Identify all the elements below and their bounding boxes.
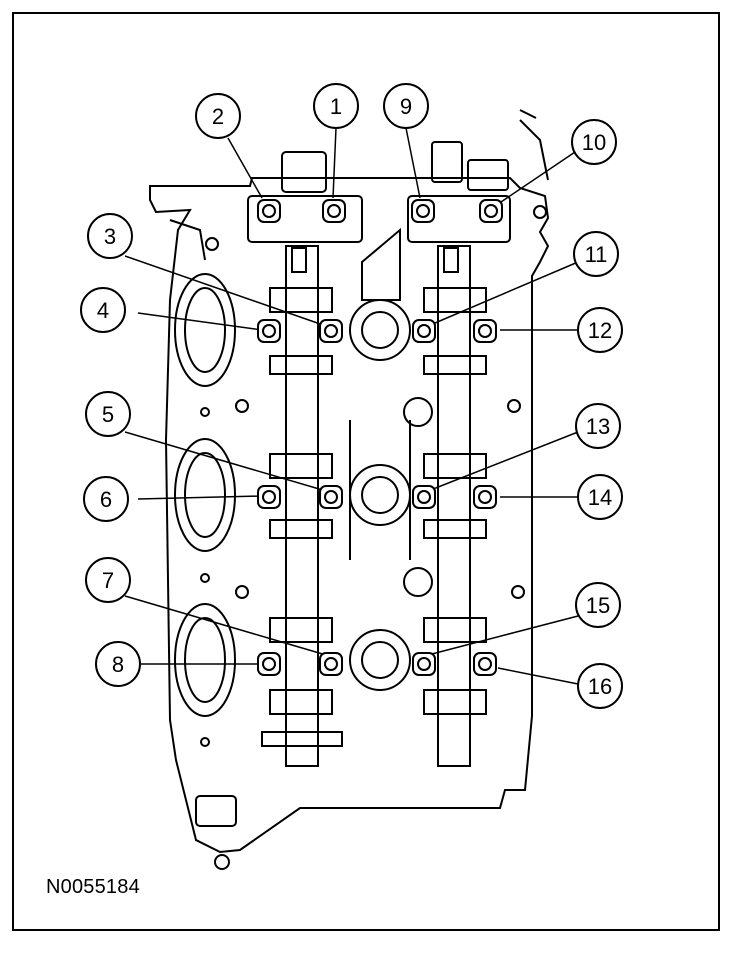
callout-markers: 1 2 3 4 5 6 7 xyxy=(80,83,623,709)
callout-2-label: 2 xyxy=(212,104,224,129)
callout-7-label: 7 xyxy=(102,568,114,593)
cylinder-head xyxy=(149,109,550,870)
callout-14: 14 xyxy=(577,474,623,520)
bolt-4-icon xyxy=(257,319,281,343)
callout-2: 2 xyxy=(195,93,241,139)
callout-6-label: 6 xyxy=(100,487,112,512)
callout-4-label: 4 xyxy=(97,298,109,323)
callout-11: 11 xyxy=(573,231,619,277)
callout-12-label: 12 xyxy=(588,318,612,343)
callout-leaders xyxy=(124,127,579,685)
bolt-16-icon xyxy=(473,652,497,676)
callout-15: 15 xyxy=(575,582,621,628)
callout-10-label: 10 xyxy=(582,130,606,155)
bolt-1-icon xyxy=(322,199,346,223)
callout-15-label: 15 xyxy=(586,593,610,618)
callout-13: 13 xyxy=(575,403,621,449)
bolt-9-icon xyxy=(411,199,435,223)
callout-8-label: 8 xyxy=(112,652,124,677)
bolt-8-icon xyxy=(257,652,281,676)
bolt-12-icon xyxy=(473,319,497,343)
callout-7: 7 xyxy=(85,557,131,603)
bolt-6-icon xyxy=(257,485,281,509)
figure-id: N0055184 xyxy=(46,876,140,898)
bolt-7-icon xyxy=(319,652,343,676)
bolt-5-icon xyxy=(319,485,343,509)
callout-14-label: 14 xyxy=(588,485,612,510)
bolt-heads xyxy=(257,199,503,676)
callout-3-label: 3 xyxy=(104,224,116,249)
bolt-3-icon xyxy=(319,319,343,343)
bolt-14-icon xyxy=(473,485,497,509)
callout-9: 9 xyxy=(383,83,429,129)
callout-9-label: 9 xyxy=(400,94,412,119)
bolt-10-icon xyxy=(479,199,503,223)
callout-6: 6 xyxy=(83,476,129,522)
callout-1: 1 xyxy=(313,83,359,129)
callout-8: 8 xyxy=(95,641,141,687)
callout-4: 4 xyxy=(80,287,126,333)
callout-3: 3 xyxy=(87,213,133,259)
callout-16-label: 16 xyxy=(588,674,612,699)
callout-16: 16 xyxy=(577,663,623,709)
diagram-border xyxy=(12,12,720,931)
callout-12: 12 xyxy=(577,307,623,353)
callout-1-label: 1 xyxy=(330,94,342,119)
bolt-11-icon xyxy=(412,319,436,343)
bolt-15-icon xyxy=(412,652,436,676)
bolt-2-icon xyxy=(257,199,281,223)
callout-5: 5 xyxy=(85,391,131,437)
bolt-13-icon xyxy=(412,485,436,509)
callout-5-label: 5 xyxy=(102,402,114,427)
callout-10: 10 xyxy=(571,119,617,165)
callout-11-label: 11 xyxy=(585,242,608,267)
callout-13-label: 13 xyxy=(586,414,610,439)
